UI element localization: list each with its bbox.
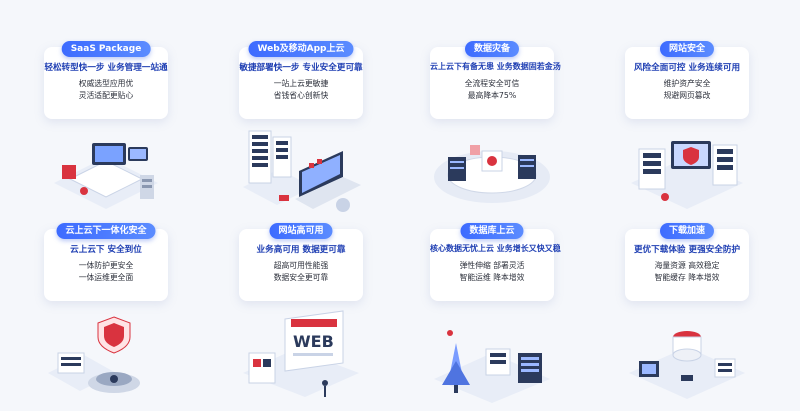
card-hybrid-security[interactable]: 云上云下一体化安全 云上云下 安全到位 一体防护更安全 一体运维更全面 <box>44 223 168 405</box>
card-headline: 轻松转型快一步 业务管理一站通 <box>44 63 168 73</box>
card-badge: 网站高可用 <box>269 223 333 239</box>
server-laptop-illustration <box>243 130 361 212</box>
card-badge: SaaS Package <box>61 41 151 57</box>
bullet: 超高可用性能强 <box>273 261 329 270</box>
card-bullets: 全流程安全可信 最高降本75% <box>430 78 554 102</box>
bullet: 智能运维 降本增效 <box>459 273 525 282</box>
card-bullets: 维护资产安全 规避网页篡改 <box>625 78 749 102</box>
bullet: 规避网页篡改 <box>663 91 711 100</box>
card-headline: 核心数据无忧上云 业务增长又快又稳 <box>430 244 561 253</box>
bullet: 一站上云更敏捷 <box>273 79 329 88</box>
bullet: 弹性伸缩 部署灵活 <box>459 261 525 270</box>
shield-platform-illustration <box>48 316 140 393</box>
card-info: 下载加速 更优下载体验 更强安全防护 海量资源 高效稳定 智能缓存 降本增效 <box>625 223 749 301</box>
card-headline: 更优下载体验 更强安全防护 <box>633 245 741 255</box>
card-bullets: 海量资源 高效稳定 智能缓存 降本增效 <box>625 260 749 284</box>
card-saas-package[interactable]: SaaS Package 轻松转型快一步 业务管理一站通 权威选型应用优 灵活适… <box>44 41 168 223</box>
card-web-mobile-app[interactable]: Web及移动App上云 敏捷部署快一步 专业安全更可靠 一站上云更敏捷 省钱省心… <box>239 41 363 223</box>
card-info: 网站高可用 业务高可用 数据更可靠 超高可用性能强 数据安全更可靠 <box>239 223 363 301</box>
card-badge: 数据灾备 <box>464 41 520 57</box>
card-info: SaaS Package 轻松转型快一步 业务管理一站通 权威选型应用优 灵活适… <box>44 41 168 119</box>
security-server-illustration <box>631 141 743 209</box>
bullet: 智能缓存 降本增效 <box>654 273 720 282</box>
backup-disc-illustration <box>434 145 550 203</box>
bullet: 一体防护更安全 <box>78 261 134 270</box>
card-badge: 下载加速 <box>659 223 715 239</box>
web-panel-illustration: WEB <box>243 310 359 397</box>
card-bullets: 一体防护更安全 一体运维更全面 <box>44 260 168 284</box>
card-badge: 数据库上云 <box>460 223 524 239</box>
bullet: 权威选型应用优 <box>78 79 134 88</box>
card-headline: 业务高可用 数据更可靠 <box>256 245 346 255</box>
download-node-illustration <box>629 331 745 399</box>
card-info: 数据灾备 云上云下有备无患 业务数据固若金汤 全流程安全可信 最高降本75% <box>430 41 561 119</box>
bullet: 海量资源 高效稳定 <box>654 261 720 270</box>
card-bullets: 超高可用性能强 数据安全更可靠 <box>239 260 363 284</box>
card-database-cloud[interactable]: 数据库上云 核心数据无忧上云 业务增长又快又稳 弹性伸缩 部署灵活 智能运维 降… <box>430 223 561 405</box>
card-bullets: 弹性伸缩 部署灵活 智能运维 降本增效 <box>430 260 554 284</box>
card-headline: 风险全面可控 业务连续可用 <box>633 63 741 73</box>
card-bullets: 权威选型应用优 灵活适配更贴心 <box>44 78 168 102</box>
card-headline: 云上云下有备无患 业务数据固若金汤 <box>430 62 561 71</box>
card-badge: 网站安全 <box>659 41 715 57</box>
database-tree-illustration <box>434 330 550 403</box>
card-headline: 云上云下 安全到位 <box>70 245 142 255</box>
bullet: 灵活适配更贴心 <box>78 91 134 100</box>
card-info: Web及移动App上云 敏捷部署快一步 专业安全更可靠 一站上云更敏捷 省钱省心… <box>239 41 363 119</box>
bullet: 省钱省心创新快 <box>273 91 329 100</box>
card-info: 网站安全 风险全面可控 业务连续可用 维护资产安全 规避网页篡改 <box>625 41 749 119</box>
card-download-acceleration[interactable]: 下载加速 更优下载体验 更强安全防护 海量资源 高效稳定 智能缓存 降本增效 <box>625 223 749 405</box>
card-badge: 云上云下一体化安全 <box>56 223 156 239</box>
bullet: 全流程安全可信 <box>464 79 520 88</box>
bullet: 一体运维更全面 <box>78 273 134 282</box>
card-data-backup[interactable]: 数据灾备 云上云下有备无患 业务数据固若金汤 全流程安全可信 最高降本75% <box>430 41 561 223</box>
card-headline: 敏捷部署快一步 专业安全更可靠 <box>239 63 363 73</box>
web-sign-text: WEB <box>293 332 334 351</box>
office-desk-illustration <box>54 143 158 209</box>
card-info: 云上云下一体化安全 云上云下 安全到位 一体防护更安全 一体运维更全面 <box>44 223 168 301</box>
bullet: 维护资产安全 <box>663 79 711 88</box>
bullet: 数据安全更可靠 <box>273 273 329 282</box>
card-badge: Web及移动App上云 <box>248 41 354 57</box>
card-info: 数据库上云 核心数据无忧上云 业务增长又快又稳 弹性伸缩 部署灵活 智能运维 降… <box>430 223 561 301</box>
card-website-security[interactable]: 网站安全 风险全面可控 业务连续可用 维护资产安全 规避网页篡改 <box>625 41 749 223</box>
bullet: 最高降本75% <box>467 91 517 100</box>
card-website-ha[interactable]: 网站高可用 业务高可用 数据更可靠 超高可用性能强 数据安全更可靠 WEB <box>239 223 363 405</box>
card-bullets: 一站上云更敏捷 省钱省心创新快 <box>239 78 363 102</box>
